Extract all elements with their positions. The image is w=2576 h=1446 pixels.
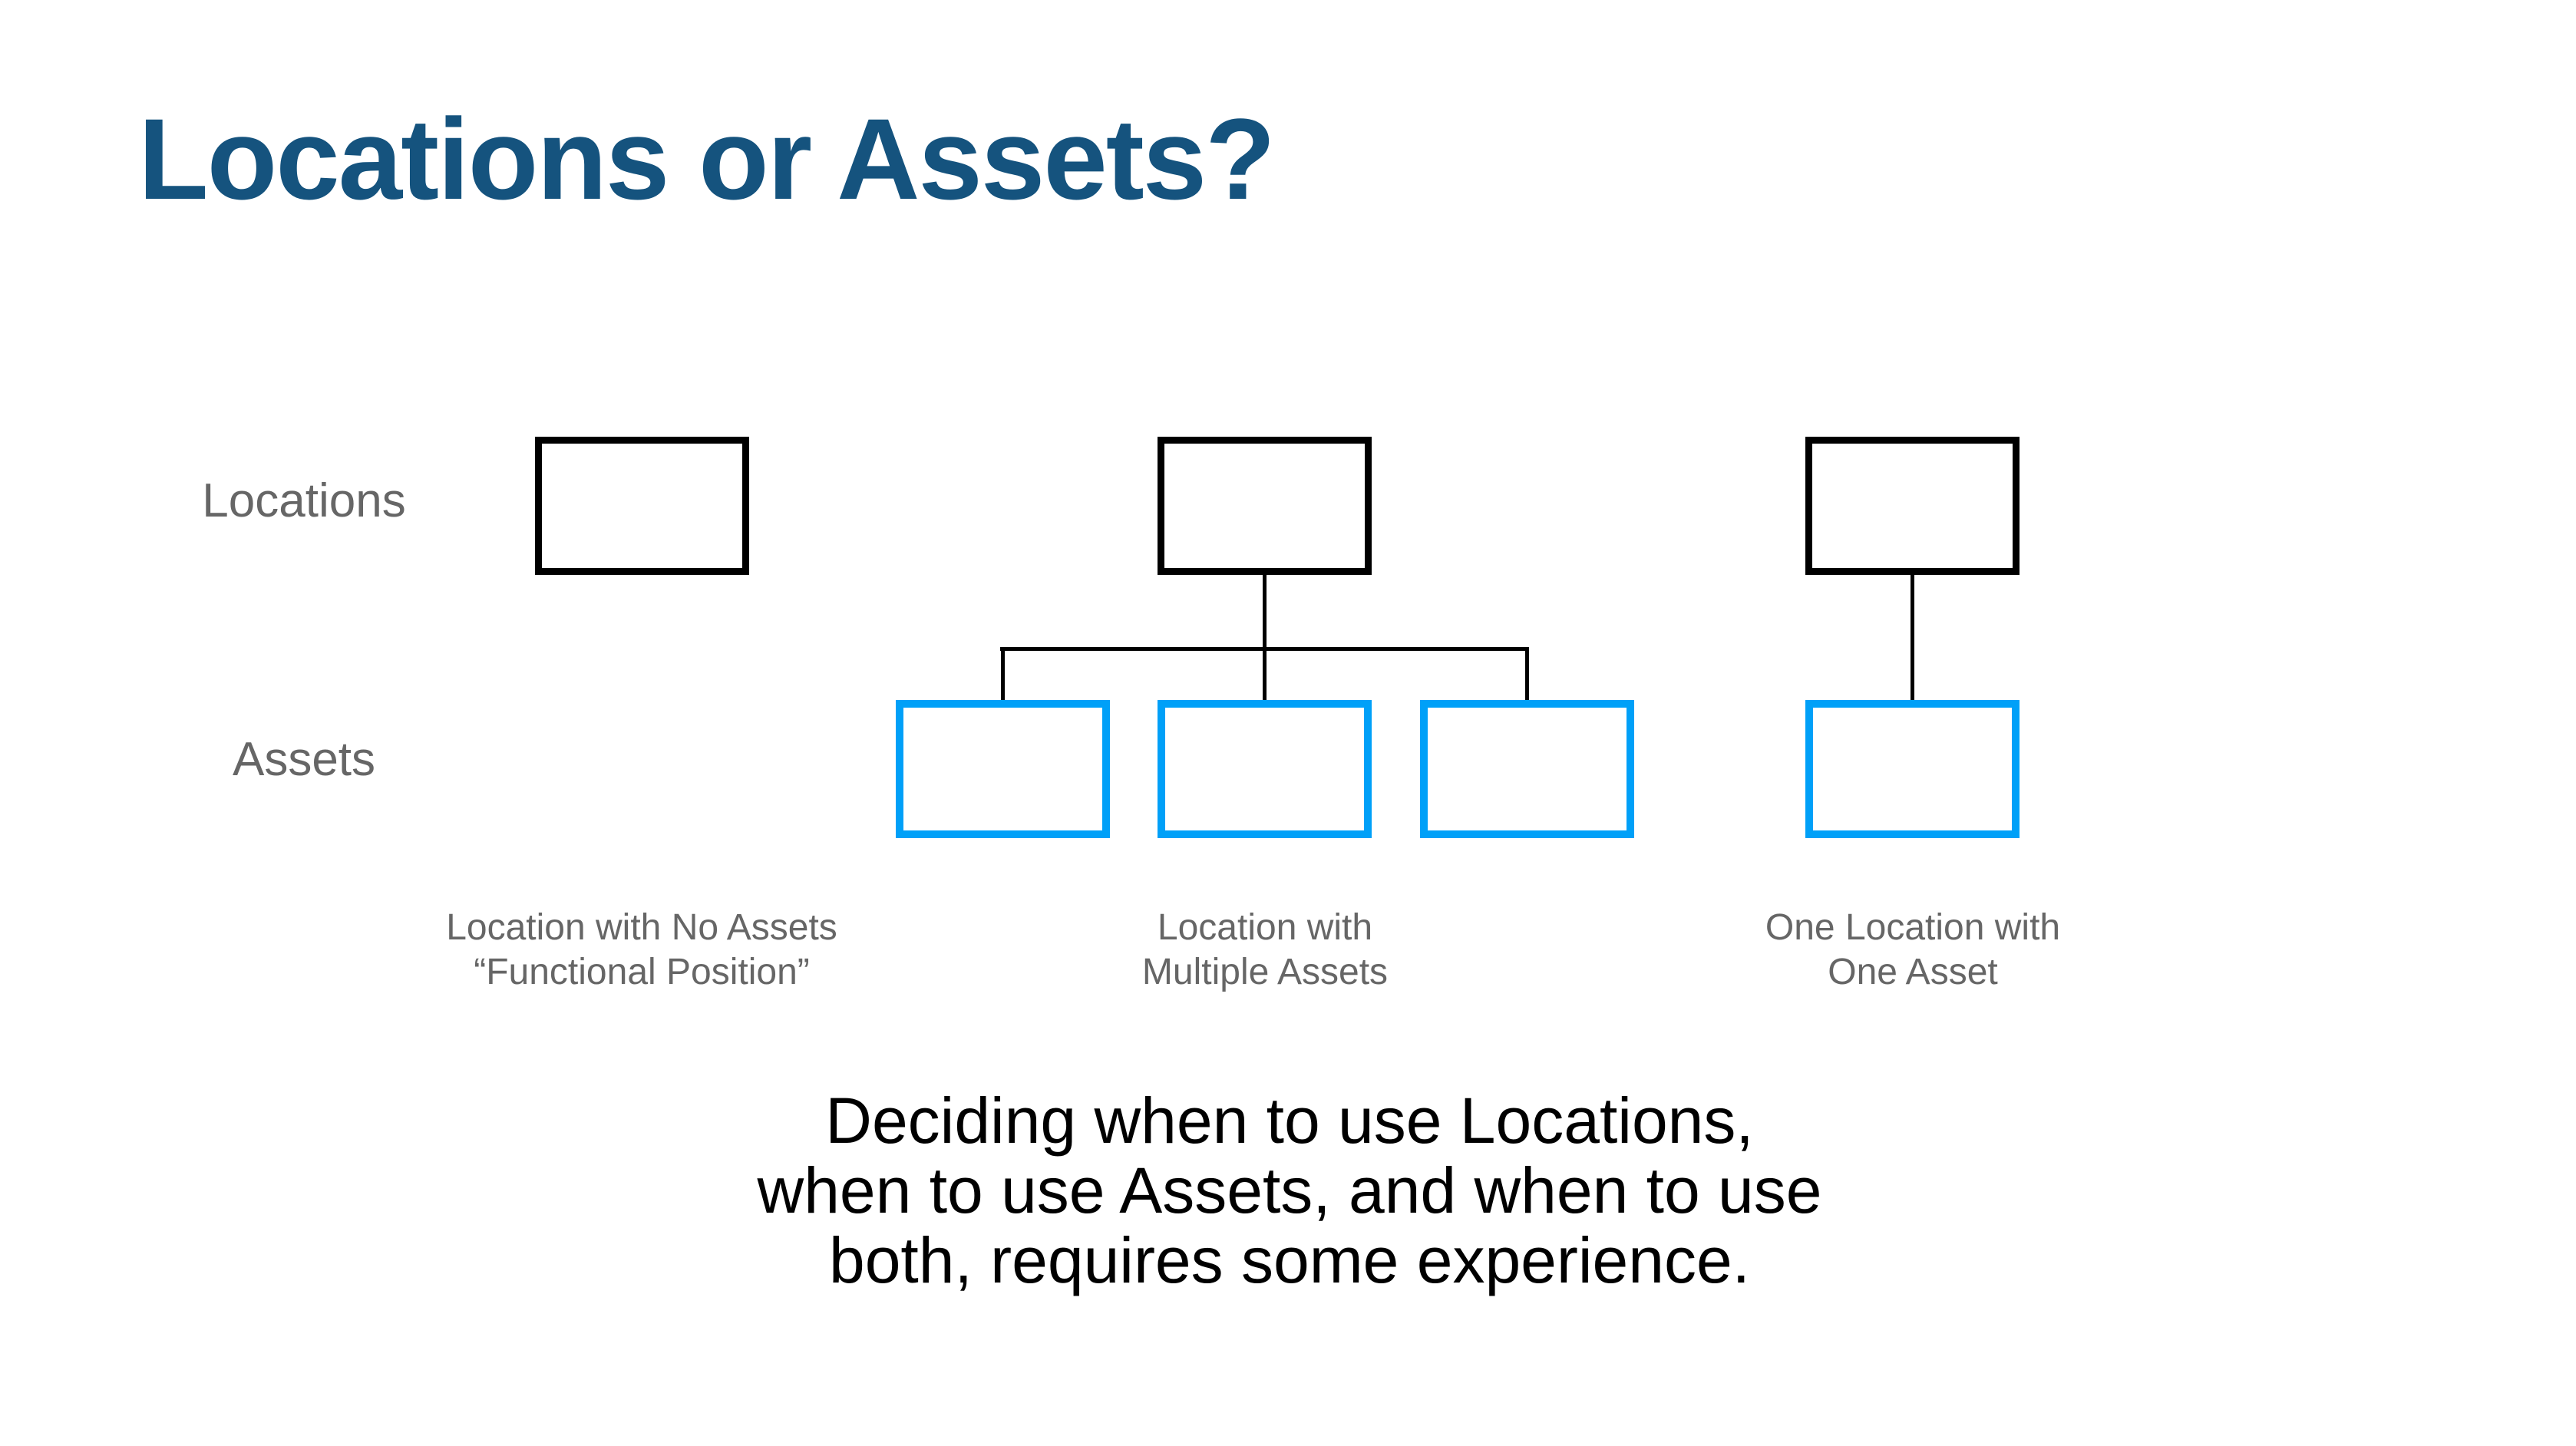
caption-group3-line2: One Asset xyxy=(1828,952,1998,992)
caption-group1-line1: Location with No Assets xyxy=(446,907,837,948)
caption-group3: One Location with One Asset xyxy=(1636,906,2189,995)
connector-group2-drop-left xyxy=(1001,647,1005,700)
row-label-locations: Locations xyxy=(202,474,406,527)
location-box-group1 xyxy=(535,437,749,575)
connector-group2-vertical xyxy=(1263,575,1267,700)
asset-box-group2-3 xyxy=(1420,700,1634,838)
location-box-group3 xyxy=(1805,437,2020,575)
page-title: Locations or Assets? xyxy=(138,94,1276,223)
connector-group3-vertical xyxy=(1911,575,1914,700)
asset-box-group2-2 xyxy=(1158,700,1372,838)
asset-box-group3-1 xyxy=(1805,700,2020,838)
footer-note: Deciding when to use Locations, when to … xyxy=(675,1086,1904,1296)
location-box-group2 xyxy=(1158,437,1372,575)
caption-group2-line1: Location with xyxy=(1157,907,1373,948)
caption-group2-line2: Multiple Assets xyxy=(1141,952,1389,992)
footer-note-line3: both, requires some experience. xyxy=(829,1224,1750,1296)
connector-group2-horizontal xyxy=(1000,647,1529,651)
caption-group2: Location with Multiple Assets xyxy=(989,906,1541,995)
caption-group1: Location with No Assets “Functional Posi… xyxy=(365,906,918,995)
connector-group2-drop-right xyxy=(1525,647,1529,700)
footer-note-line2: when to use Assets, and when to use xyxy=(757,1154,1822,1226)
asset-box-group2-1 xyxy=(896,700,1110,838)
caption-group3-line1: One Location with xyxy=(1765,907,2061,948)
caption-group1-line2: “Functional Position” xyxy=(474,952,810,992)
row-label-assets: Assets xyxy=(232,733,376,786)
footer-note-line1: Deciding when to use Locations, xyxy=(825,1084,1754,1157)
